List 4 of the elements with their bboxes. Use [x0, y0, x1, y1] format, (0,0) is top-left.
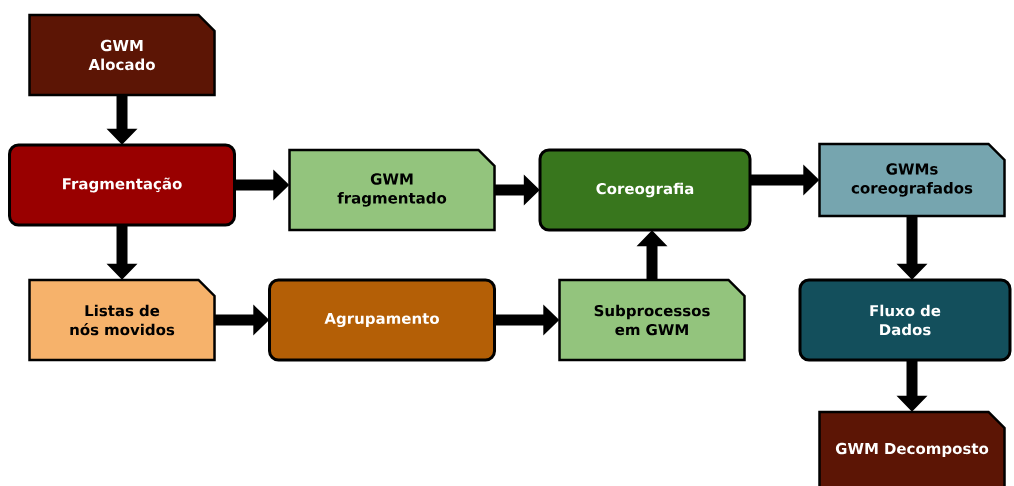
- process-box: Fluxo de Dados: [798, 278, 1012, 362]
- process-box: Coreografia: [538, 148, 752, 232]
- process-box: Fragmentação: [8, 143, 236, 227]
- process-box: Agrupamento: [268, 278, 496, 362]
